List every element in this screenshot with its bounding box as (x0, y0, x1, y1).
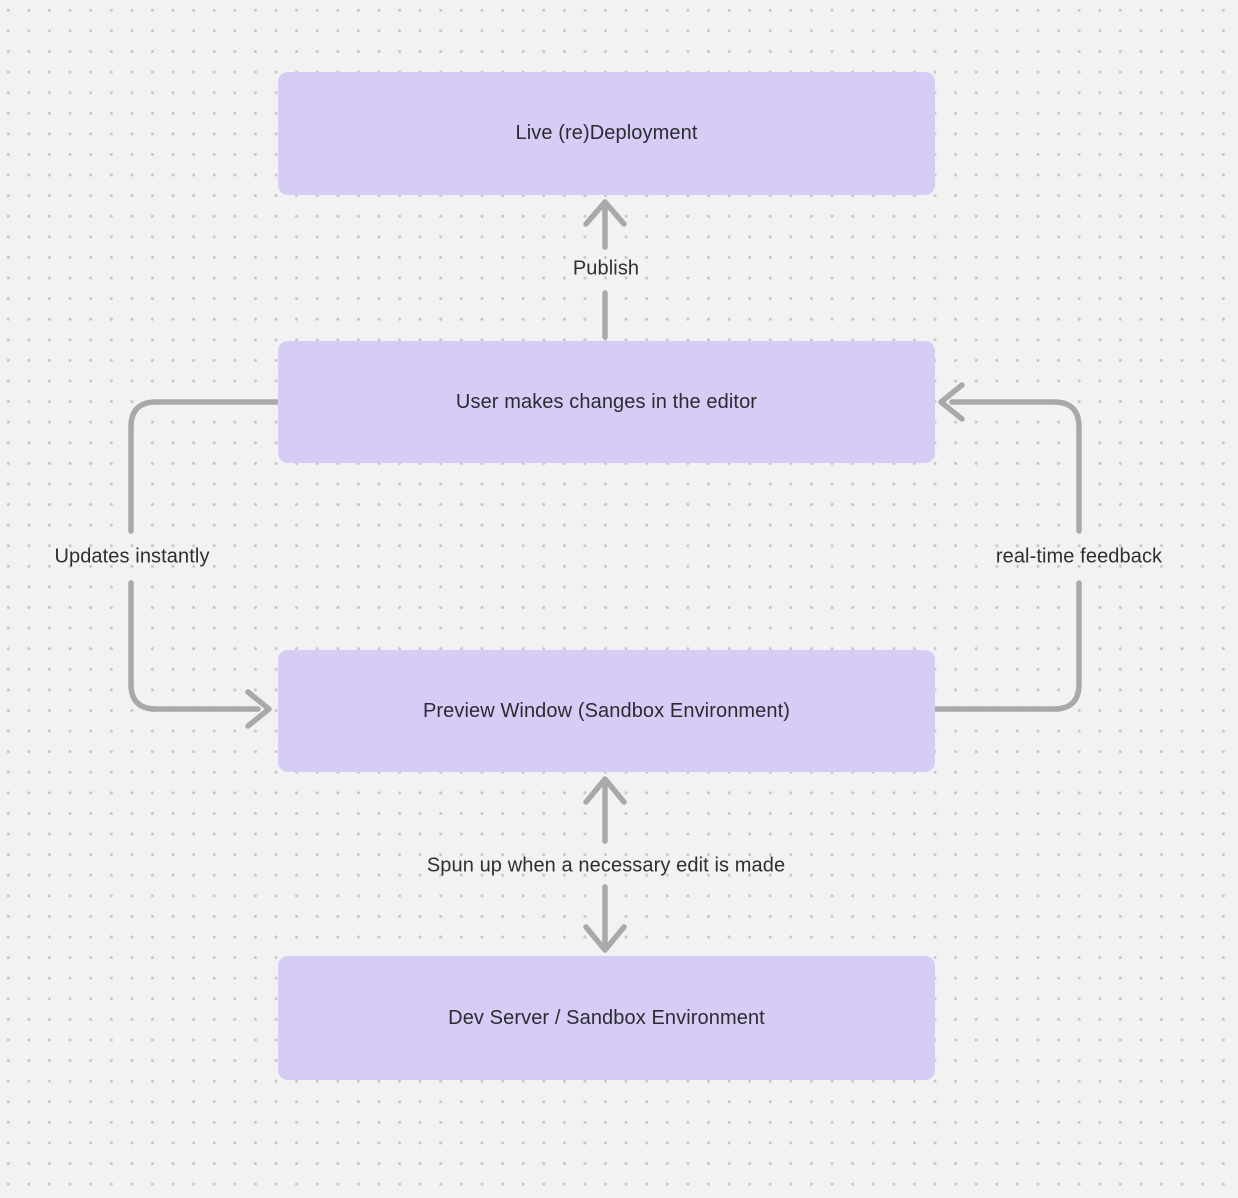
node-label: Live (re)Deployment (515, 122, 698, 144)
edge-label-realtime-feedback: real-time feedback (995, 545, 1163, 568)
edge-label-updates-instantly: Updates instantly (54, 545, 210, 568)
node-preview[interactable]: Preview Window (Sandbox Environment) (278, 650, 935, 772)
arrow-down-head (583, 924, 627, 953)
node-label: User makes changes in the editor (455, 390, 758, 413)
node-dev-server[interactable]: Dev Server / Sandbox Environment (278, 956, 935, 1080)
node-editor[interactable]: User makes changes in the editor (278, 341, 935, 463)
node-live-deployment[interactable]: Live (re)Deployment (278, 72, 935, 195)
edge-label-spun-up: Spun up when a necessary edit is made (426, 854, 786, 877)
arrow-left-head (938, 382, 965, 422)
arrow-up-head (583, 776, 627, 805)
node-label: Dev Server / Sandbox Environment (448, 1006, 765, 1029)
arrow-right-head (245, 689, 272, 729)
arrow-up-head (583, 199, 627, 227)
node-label: Preview Window (Sandbox Environment) (422, 699, 791, 722)
edge-label-publish: Publish (572, 257, 640, 280)
